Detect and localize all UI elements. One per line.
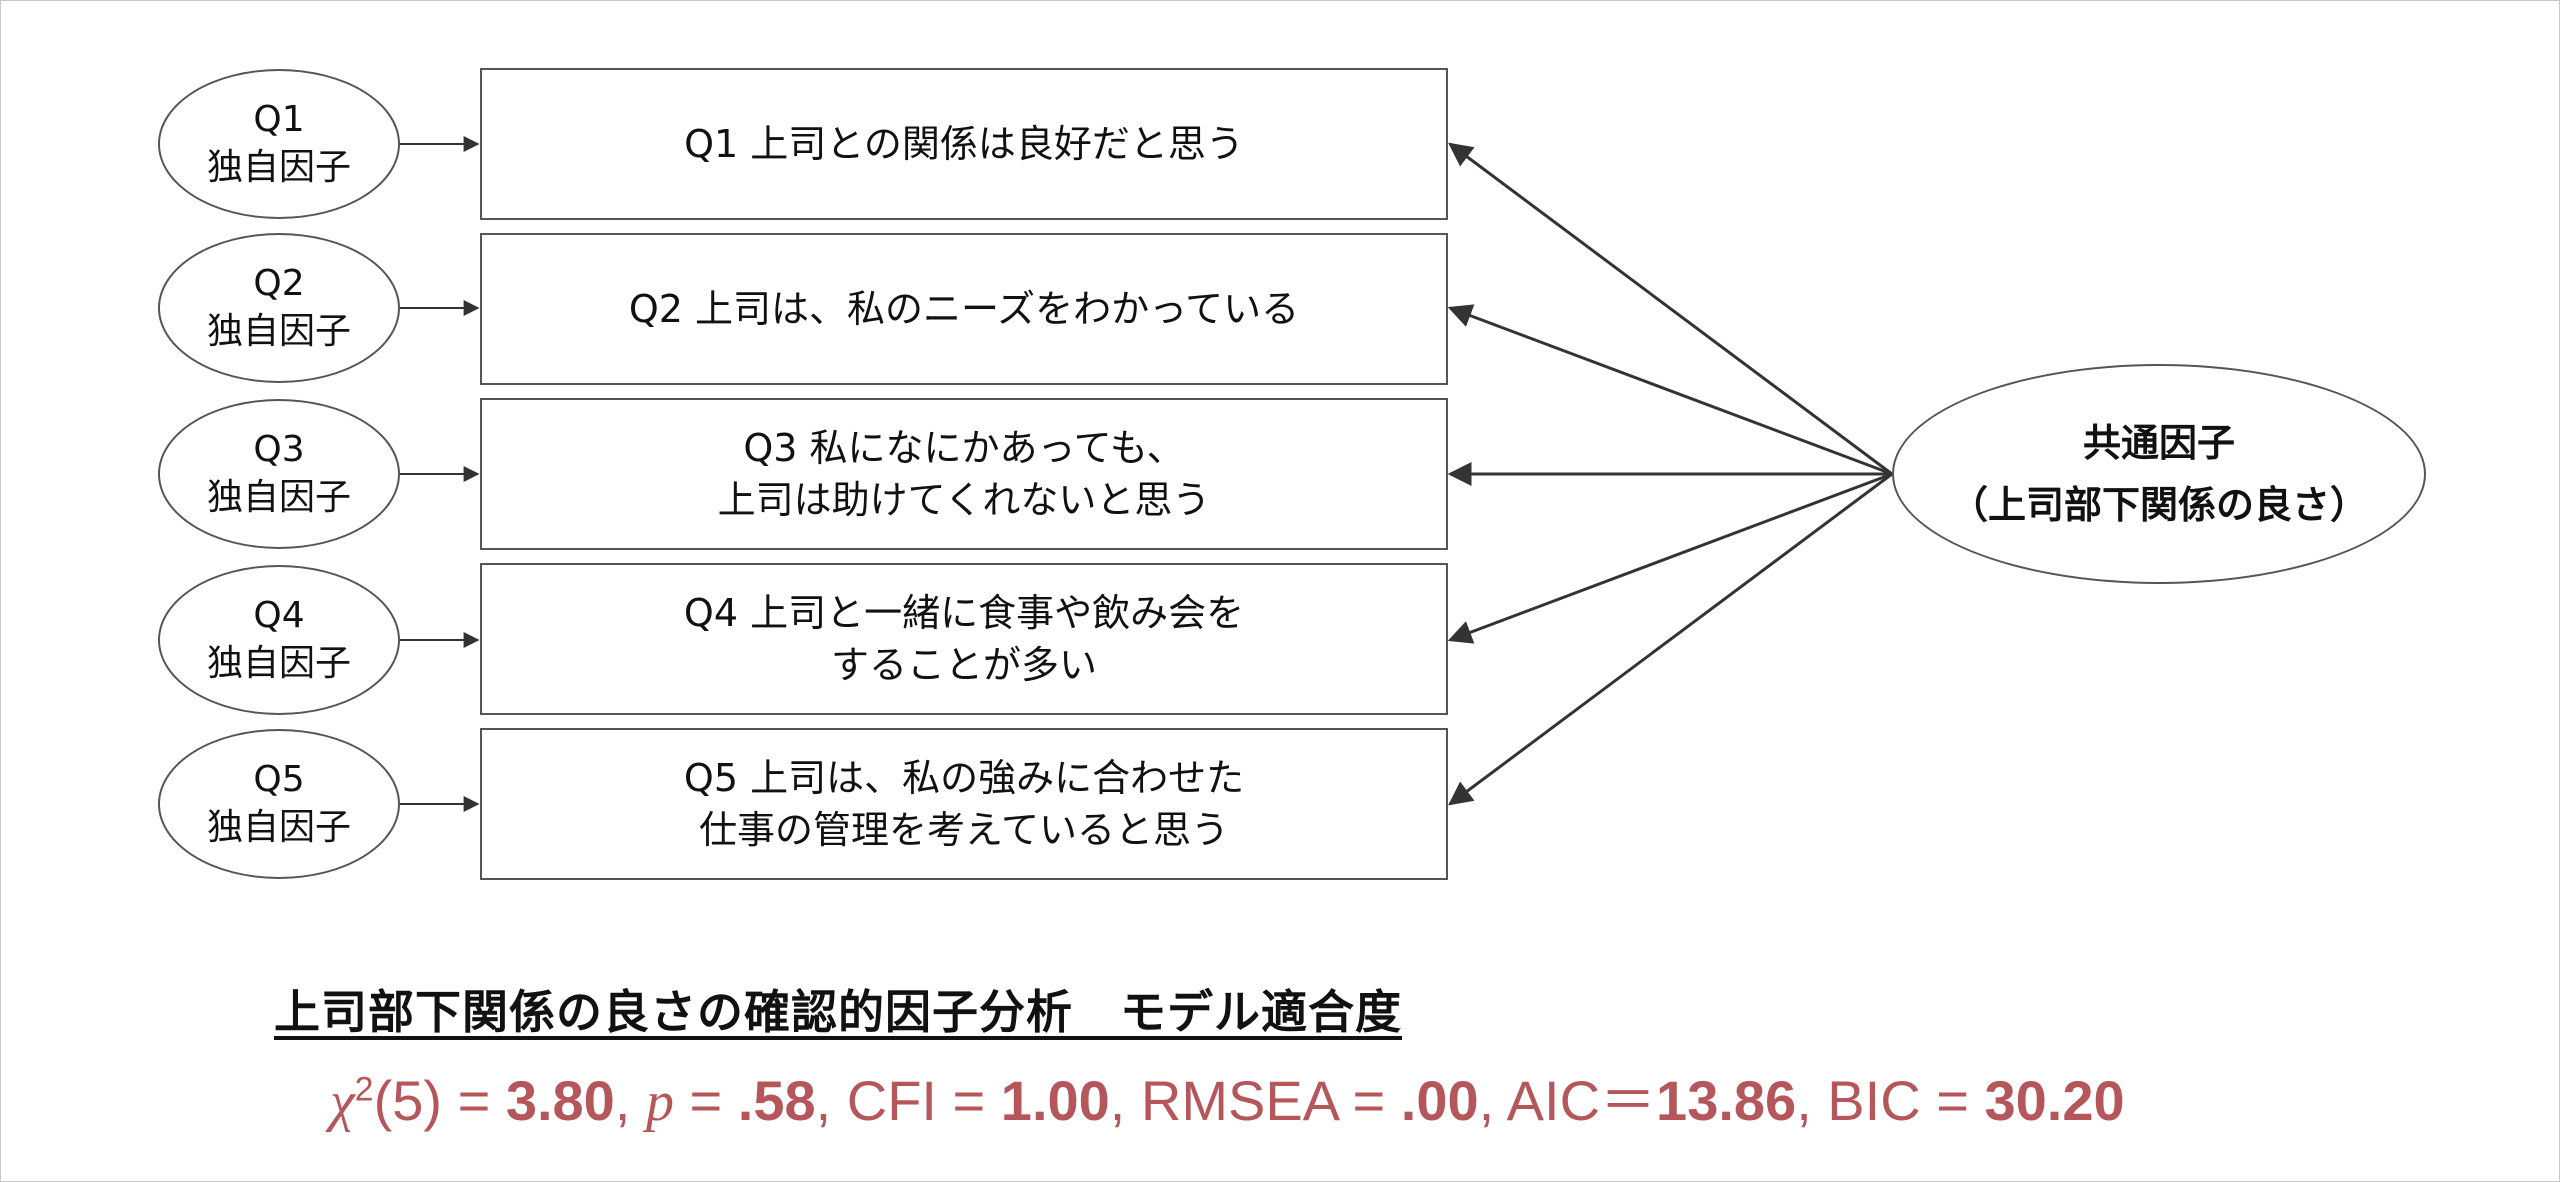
p-value: .58 bbox=[737, 1069, 816, 1132]
fit-indices: χ2(5) = 3.80, p = .58, CFI = 1.00, RMSEA… bbox=[330, 1056, 2125, 1137]
item-text: Q1 上司との関係は良好だと思う bbox=[684, 122, 1244, 166]
sep: , bbox=[614, 1069, 646, 1132]
common-factor-title: 共通因子 bbox=[2082, 421, 2235, 465]
aic-label: , AIC＝ bbox=[1478, 1069, 1657, 1132]
item-box-q5: Q5 上司は、私の強みに合わせた 仕事の管理を考えていると思う bbox=[480, 728, 1448, 880]
unique-factor-q2: Q2 独自因子 bbox=[158, 233, 400, 383]
bic-value: 30.20 bbox=[1984, 1069, 2125, 1132]
unique-factor-label: 独自因子 bbox=[206, 147, 351, 188]
item-text: Q2 上司は、私のニーズをわかっている bbox=[628, 287, 1300, 331]
chi-value: 3.80 bbox=[505, 1069, 615, 1132]
item-text: Q3 私になにかあっても、 上司は助けてくれないと思う bbox=[717, 426, 1211, 522]
unique-factor-id: Q3 bbox=[253, 429, 305, 470]
item-box-q1: Q1 上司との関係は良好だと思う bbox=[480, 68, 1448, 220]
unique-factor-label: 独自因子 bbox=[206, 477, 351, 518]
chi-symbol: χ bbox=[330, 1071, 355, 1133]
unique-factor-label: 独自因子 bbox=[206, 643, 351, 684]
unique-factor-id: Q4 bbox=[253, 595, 305, 636]
common-factor-subtitle: （上司部下関係の良さ） bbox=[1949, 483, 2368, 527]
unique-factor-id: Q2 bbox=[253, 263, 305, 304]
cfi-value: 1.00 bbox=[1000, 1069, 1110, 1132]
loading-arrow-q1 bbox=[1448, 142, 1893, 476]
chi-df: (5) = bbox=[373, 1069, 506, 1132]
loading-arrow-q4 bbox=[1447, 472, 1893, 644]
unique-factor-q4: Q4 独自因子 bbox=[158, 565, 400, 715]
unique-factor-label: 独自因子 bbox=[206, 807, 351, 848]
unique-factor-id: Q1 bbox=[253, 99, 305, 140]
item-box-q4: Q4 上司と一緒に食事や飲み会を することが多い bbox=[480, 563, 1448, 715]
rmsea-label: , RMSEA = bbox=[1109, 1069, 1401, 1132]
rmsea-value: .00 bbox=[1400, 1069, 1479, 1132]
aic-value: 13.86 bbox=[1656, 1069, 1797, 1132]
item-box-q3: Q3 私になにかあっても、 上司は助けてくれないと思う bbox=[480, 398, 1448, 550]
common-factor: 共通因子 （上司部下関係の良さ） bbox=[1892, 364, 2426, 584]
item-text: Q4 上司と一緒に食事や飲み会を することが多い bbox=[683, 591, 1245, 687]
unique-factor-q1: Q1 独自因子 bbox=[158, 69, 400, 219]
unique-factor-id: Q5 bbox=[253, 759, 305, 800]
fit-title: 上司部下関係の良さの確認的因子分析 モデル適合度 bbox=[274, 985, 1402, 1039]
unique-factor-label: 独自因子 bbox=[206, 311, 351, 352]
loading-arrow-q5 bbox=[1448, 472, 1893, 806]
chi-superscript: 2 bbox=[354, 1070, 374, 1109]
item-box-q2: Q2 上司は、私のニーズをわかっている bbox=[480, 233, 1448, 385]
item-text: Q5 上司は、私の強みに合わせた 仕事の管理を考えていると思う bbox=[683, 756, 1245, 852]
p-symbol: p bbox=[645, 1071, 674, 1133]
bic-label: , BIC = bbox=[1796, 1069, 1985, 1132]
loading-arrow-q2 bbox=[1447, 304, 1893, 476]
unique-factor-q5: Q5 独自因子 bbox=[158, 729, 400, 879]
p-eq: = bbox=[673, 1069, 738, 1132]
unique-factor-q3: Q3 独自因子 bbox=[158, 399, 400, 549]
cfi-label: , CFI = bbox=[815, 1069, 1001, 1132]
